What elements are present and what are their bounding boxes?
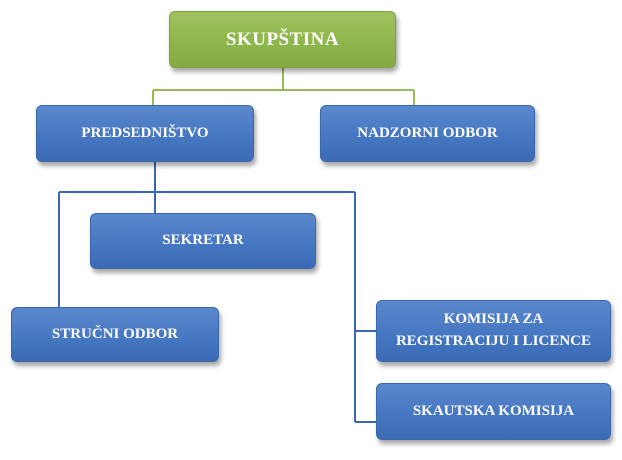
node-sekretar: SEKRETAR bbox=[90, 213, 316, 269]
node-predsednistvo: PREDSEDNIŠTVO bbox=[36, 105, 254, 162]
node-nadzorni-odbor: NADZORNI ODBOR bbox=[320, 105, 535, 162]
node-label: SKAUTSKA KOMISIJA bbox=[412, 402, 575, 419]
node-komisija-licence: KOMISIJA ZA REGISTRACIJU I LICENCE bbox=[376, 300, 611, 362]
node-label: STRUČNI ODBOR bbox=[51, 325, 179, 342]
node-skupstina: SKUPŠTINA bbox=[169, 11, 396, 68]
node-label: PREDSEDNIŠTVO bbox=[81, 124, 209, 141]
node-label: NADZORNI ODBOR bbox=[357, 124, 498, 141]
node-label: SEKRETAR bbox=[162, 232, 244, 249]
node-label: KOMISIJA ZA REGISTRACIJU I LICENCE bbox=[395, 311, 592, 349]
node-skautska-komisija: SKAUTSKA KOMISIJA bbox=[376, 383, 611, 440]
node-label: SKUPŠTINA bbox=[225, 28, 340, 50]
node-strucni-odbor: STRUČNI ODBOR bbox=[11, 307, 219, 362]
top-connectors bbox=[152, 68, 415, 105]
sub-connectors bbox=[58, 162, 376, 423]
